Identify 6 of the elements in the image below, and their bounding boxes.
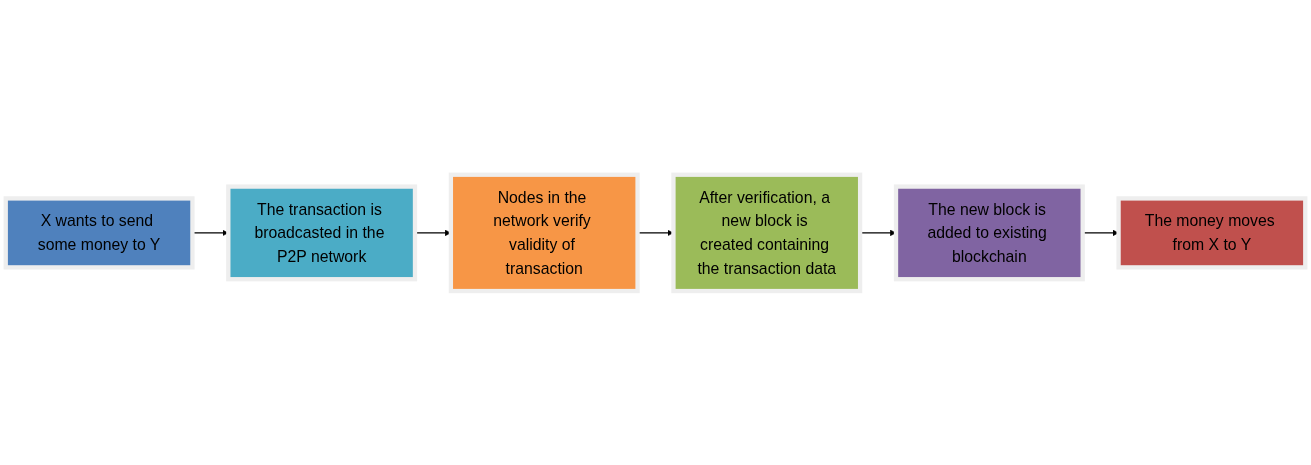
node-box: X wants to send some money to Y: [3, 195, 195, 270]
node-box: After verification, a new block is created containing the transaction data: [671, 172, 863, 293]
node-box: Nodes in the network verify validity of transaction: [448, 172, 640, 293]
node-box: The transaction is broadcasted in the P2P network: [226, 184, 418, 281]
node-box: The money moves from X to Y: [1116, 195, 1308, 270]
node-box: The new block is added to existing blockchain: [893, 184, 1085, 281]
